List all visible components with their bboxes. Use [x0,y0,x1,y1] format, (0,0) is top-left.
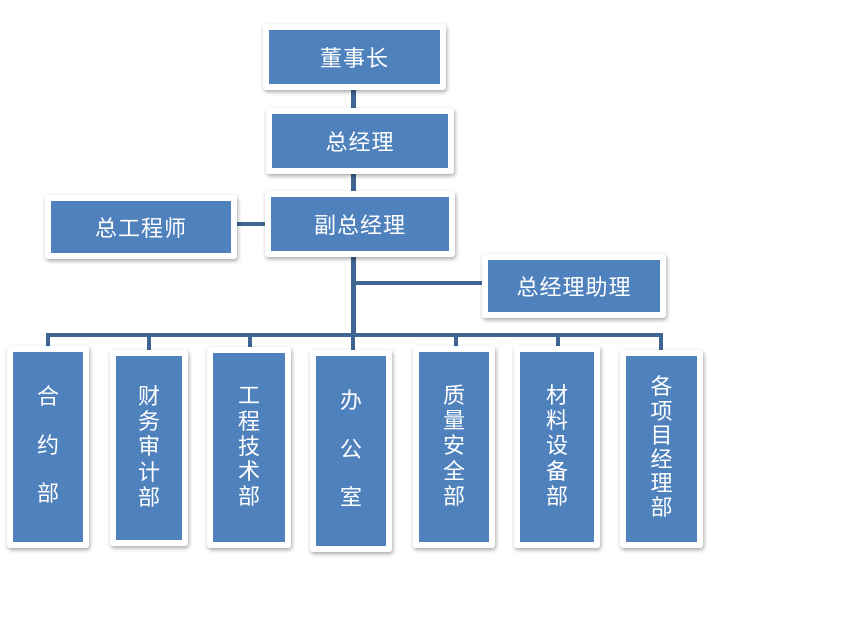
dept-project-managers[interactable]: 各项目经理部 [620,350,703,548]
node-gm-assistant-label: 总经理助理 [488,260,660,312]
node-deputy-general-manager[interactable]: 副总经理 [265,191,455,257]
connector-dept-4 [351,333,355,353]
dept-quality-safety-fill: 质量安全部 [419,352,489,542]
dept-materials-equipment-label: 材料设备部 [546,383,569,510]
dept-project-managers-label: 各项目经理部 [650,375,673,522]
node-deputy-general-manager-label: 副总经理 [271,197,449,251]
dept-quality-safety-label: 质量安全部 [443,383,466,510]
dept-project-managers-fill: 各项目经理部 [626,356,697,542]
dept-engineering-tech-label: 工程技术部 [238,384,261,511]
connector-dept-2 [147,333,151,353]
connector-dept-5 [454,333,458,350]
node-general-manager-label: 总经理 [272,114,448,168]
node-chief-engineer-label: 总工程师 [51,201,231,253]
dept-contracts[interactable]: 合约部 [7,346,89,548]
connector-dept-6 [556,333,560,350]
connector-chairman-gm [351,88,356,110]
dept-materials-equipment[interactable]: 材料设备部 [514,346,600,548]
node-gm-assistant[interactable]: 总经理助理 [482,254,666,318]
dept-finance-audit[interactable]: 财务审计部 [110,350,188,546]
dept-finance-audit-label: 财务审计部 [138,384,161,511]
node-chairman[interactable]: 董事长 [263,24,446,90]
connector-deputy-trunk [351,256,356,336]
dept-engineering-tech[interactable]: 工程技术部 [207,347,291,548]
dept-engineering-tech-fill: 工程技术部 [213,353,285,542]
dept-contracts-fill: 合约部 [13,352,83,542]
dept-office[interactable]: 办公室 [310,350,392,552]
connector-dept-3 [248,333,252,350]
node-general-manager[interactable]: 总经理 [266,108,454,174]
connector-gm-deputy [351,172,356,192]
dept-office-label: 办公室 [340,389,363,512]
node-chairman-label: 董事长 [269,30,440,84]
connector-assistant [356,281,486,285]
connector-dept-1 [46,333,50,350]
dept-office-fill: 办公室 [316,356,386,546]
node-chief-engineer[interactable]: 总工程师 [45,195,237,259]
dept-quality-safety[interactable]: 质量安全部 [413,346,495,548]
connector-dept-7 [659,333,663,353]
dept-contracts-label: 合约部 [37,385,60,508]
dept-finance-audit-fill: 财务审计部 [116,356,182,540]
dept-materials-equipment-fill: 材料设备部 [520,352,594,542]
connector-deputy-chief-engineer [235,222,267,226]
